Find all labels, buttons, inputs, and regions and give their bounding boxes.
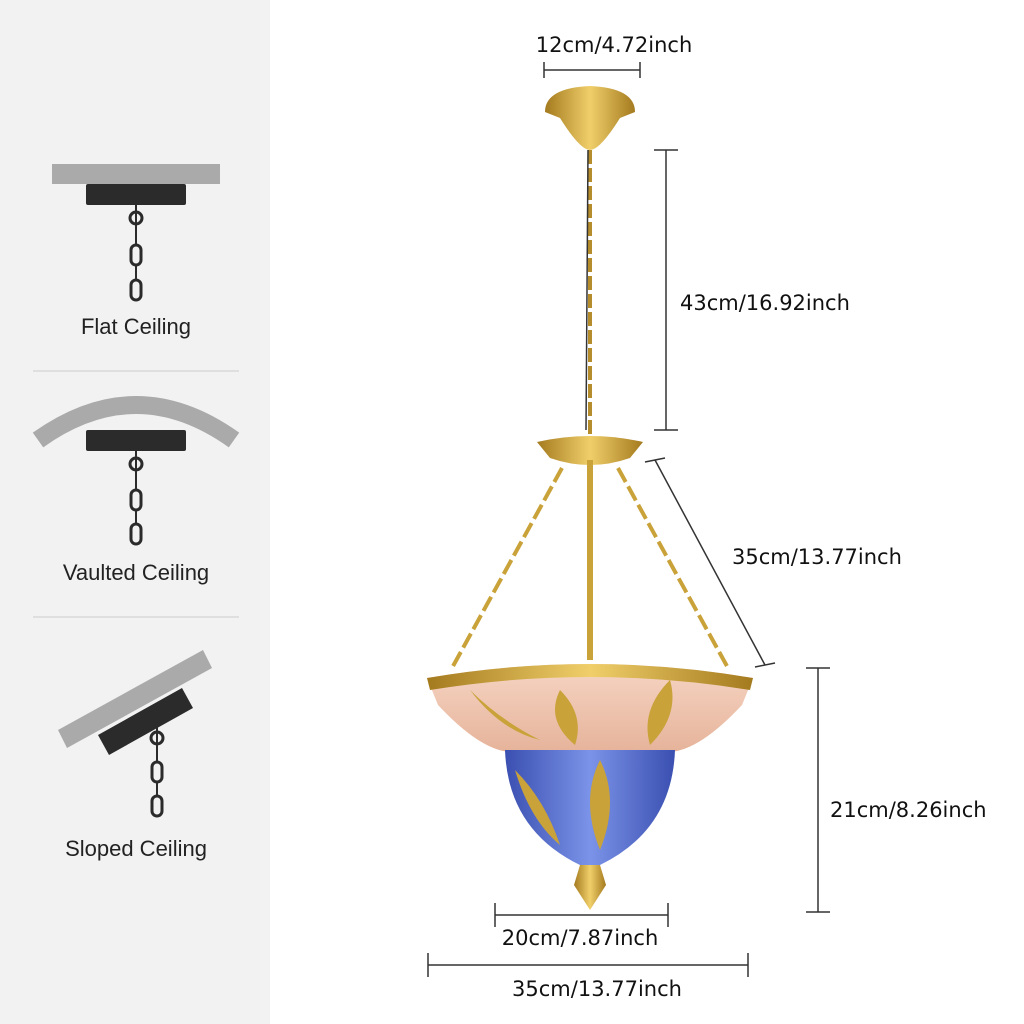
flat-ceiling-label: Flat Ceiling bbox=[81, 314, 191, 339]
chain-length-label: 43cm/16.92inch bbox=[680, 291, 850, 315]
vaulted-ceiling-icon bbox=[32, 396, 240, 546]
flat-ceiling-icon bbox=[52, 164, 220, 302]
total-width-label: 35cm/13.77inch bbox=[512, 977, 682, 1001]
sloped-ceiling-icon bbox=[58, 650, 212, 818]
arm-chain-length-label: 35cm/13.77inch bbox=[732, 545, 902, 569]
vaulted-ceiling-label: Vaulted Ceiling bbox=[63, 560, 209, 585]
lower-bowl-width-label: 20cm/7.87inch bbox=[502, 926, 659, 950]
sloped-ceiling-label: Sloped Ceiling bbox=[65, 836, 207, 861]
pendant-lamp-image bbox=[427, 86, 753, 910]
body-height-label: 21cm/8.26inch bbox=[830, 798, 987, 822]
canopy-width-label: 12cm/4.72inch bbox=[536, 33, 693, 57]
dimension-lines bbox=[427, 62, 830, 977]
